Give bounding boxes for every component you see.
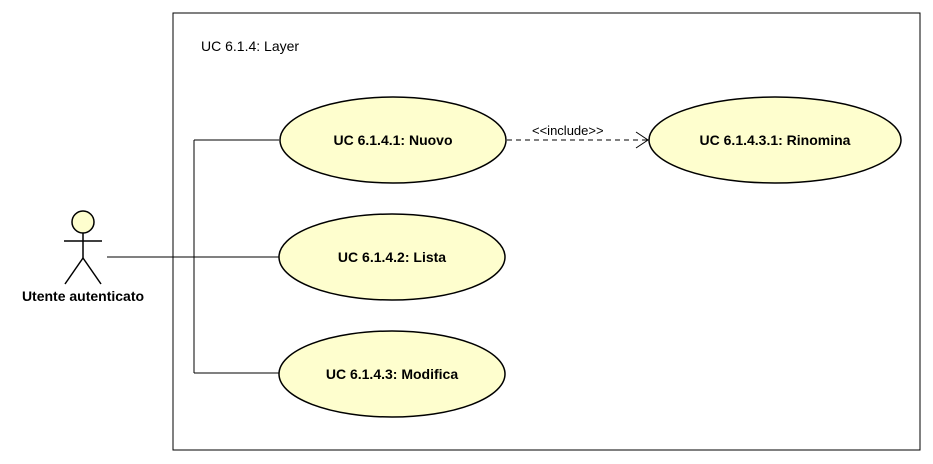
use-case-rinomina-label: UC 6.1.4.3.1: Rinomina: [700, 132, 851, 148]
use-case-rinomina[interactable]: UC 6.1.4.3.1: Rinomina: [648, 96, 902, 184]
include-arrowhead: [635, 131, 649, 149]
use-case-modifica[interactable]: UC 6.1.4.3: Modifica: [278, 330, 506, 418]
use-case-rinomina-shape[interactable]: [648, 96, 902, 184]
use-case-lista-shape[interactable]: [278, 213, 506, 301]
use-case-lista-label: UC 6.1.4.2: Lista: [338, 249, 446, 265]
include-relation: [507, 131, 649, 149]
include-label: <<include>>: [532, 123, 604, 138]
use-case-nuovo-shape[interactable]: [279, 96, 507, 184]
actor-label: Utente autenticato: [22, 288, 144, 304]
actor-associations: [107, 139, 279, 374]
use-case-modifica-shape[interactable]: [278, 330, 506, 418]
use-case-nuovo[interactable]: UC 6.1.4.1: Nuovo: [279, 96, 507, 184]
use-case-lista[interactable]: UC 6.1.4.2: Lista: [278, 213, 506, 301]
actor-head-icon: [71, 210, 95, 234]
system-title: UC 6.1.4: Layer: [201, 38, 299, 54]
actor-left-leg: [64, 257, 84, 285]
actor-right-leg: [82, 257, 102, 285]
use-case-nuovo-label: UC 6.1.4.1: Nuovo: [333, 132, 452, 148]
use-case-modifica-label: UC 6.1.4.3: Modifica: [326, 366, 458, 382]
actor-figure[interactable]: [64, 210, 102, 285]
